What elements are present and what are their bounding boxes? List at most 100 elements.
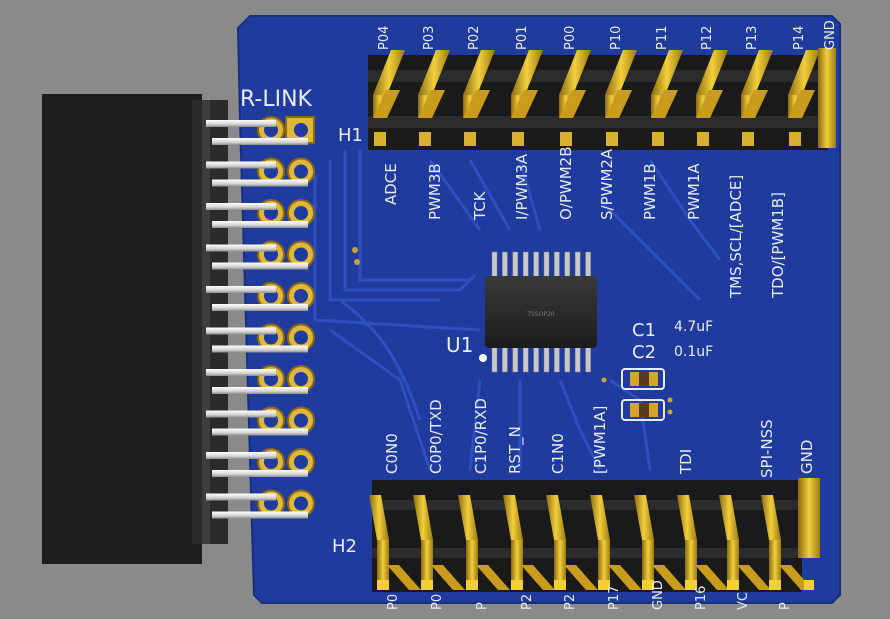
h2-pin-number-label: P2 [563, 594, 578, 610]
h1-pin-number-label: P01 [515, 26, 530, 50]
chip-lead [502, 345, 508, 373]
h2-function-label: C0N0 [383, 433, 401, 474]
h2-pin [798, 478, 820, 590]
u1-label: U1 [446, 333, 473, 357]
u1-chip: TSSOP20 [485, 251, 597, 373]
chip-lead [502, 251, 508, 279]
chip-lead [574, 251, 581, 279]
h2-pin [503, 495, 555, 590]
rlink-pin-row [206, 199, 315, 228]
chip-lead [554, 345, 560, 373]
rlink-pin-row [206, 323, 315, 353]
h1-pin-number-label: P02 [467, 26, 482, 50]
h2-function-label: TDI [677, 449, 695, 475]
h1-pin [741, 50, 773, 146]
pin1-dot [479, 354, 487, 362]
rlink-connector-shroud [42, 94, 202, 564]
h2-pin-number-label: P [475, 602, 490, 610]
h2-pin [546, 495, 598, 590]
chip-lead [491, 345, 498, 373]
h2-pin-number-label: P0 [430, 594, 445, 610]
h1-pin [696, 50, 728, 146]
h1-pin-number-label: P14 [792, 26, 807, 50]
h1-pin-number-label: P12 [700, 26, 715, 50]
c1-label: C1 [632, 320, 656, 341]
chip-lead [543, 251, 550, 279]
h1-pin-number-label: P11 [655, 26, 670, 50]
chip-lead [512, 345, 519, 373]
h2-pin-number-label: P0 [386, 594, 401, 610]
rlink-pin-row [206, 116, 315, 145]
chip-lead [564, 251, 571, 279]
c1-capacitor [621, 368, 665, 390]
h1-pin [511, 50, 543, 146]
chip-lead [533, 345, 539, 373]
h1-function-label: I/PWM3A [513, 153, 531, 220]
h2-function-label: C1P0/RXD [472, 398, 490, 474]
h2-label: H2 [332, 536, 357, 557]
chip-lead [533, 251, 539, 279]
h1-function-label: TCK [471, 190, 489, 221]
chip-lead [554, 251, 560, 279]
chip-lead [574, 345, 581, 373]
chip-lead [522, 251, 529, 279]
h2-pin [719, 495, 771, 590]
h2-function-label: SPI-NSS [758, 419, 776, 478]
h1-function-label: PWM1B [641, 163, 659, 220]
h2-pin [413, 495, 465, 590]
h1-pin [559, 50, 591, 146]
chip-lead [512, 251, 519, 279]
h2-pin-number-label: P17 [607, 586, 622, 610]
h2-function-label: C0P0/TXD [427, 399, 445, 474]
c2-capacitor [621, 399, 665, 421]
h1-pin [463, 50, 495, 146]
h1-pin-number-label: GND [823, 20, 838, 50]
h2-pin [677, 495, 729, 590]
chip-lead [491, 251, 498, 279]
h1-pin-number-label: P03 [422, 26, 437, 50]
h1-pin-number-label: P04 [377, 26, 392, 50]
h1-function-label: PWM1A [685, 163, 703, 220]
h2-pin [458, 495, 510, 590]
h2-pin-number-label: P2 [520, 594, 535, 610]
h2-pin [369, 495, 421, 590]
chip-lead [564, 345, 571, 373]
c2-value: 0.1uF [674, 344, 713, 360]
h1-pin [418, 50, 450, 146]
chip-lead [585, 345, 591, 373]
c1-value: 4.7uF [674, 319, 713, 335]
rlink-pin-row [206, 365, 315, 394]
pcb-vias [352, 247, 673, 415]
h1-pin [373, 50, 405, 146]
h1-pin-number-label: P10 [609, 26, 624, 50]
c2-label: C2 [632, 342, 656, 363]
h2-function-label: GND [798, 440, 816, 474]
h2-function-label: [PWM1A] [591, 406, 609, 474]
h1-function-label: ADCE [382, 163, 400, 205]
rlink-pin-row [206, 406, 315, 436]
h2-function-label: RST_N [506, 426, 525, 474]
h1-label: H1 [338, 125, 363, 146]
chip-lead [522, 345, 529, 373]
h2-pin [590, 495, 642, 590]
h1-pin [651, 50, 683, 146]
h2-pin-number-label: P [778, 602, 793, 610]
chip-lead [585, 251, 591, 279]
rlink-label: R-LINK [240, 87, 313, 112]
rlink-pin-row [206, 157, 315, 187]
h1-pin-number-label: P00 [563, 26, 578, 50]
chip-lead [543, 345, 550, 373]
h1-function-label: S/PWM2A [598, 148, 616, 220]
h2-pin-number-label: P16 [694, 586, 709, 610]
h1-pin [788, 50, 820, 146]
h1-pin-number-label: P13 [745, 26, 760, 50]
h1-pin [818, 48, 836, 148]
h1-function-label: TMS,SCL/[ADCE] [727, 175, 745, 299]
h2-pin-number-label: GND [651, 580, 666, 610]
rlink-pin-row [206, 240, 315, 270]
h2-pin-number-label: VC [736, 592, 751, 610]
h1-function-label: O/PWM2B [557, 146, 575, 220]
rlink-pin-row [206, 282, 315, 311]
h1-function-label: PWM3B [426, 163, 444, 220]
